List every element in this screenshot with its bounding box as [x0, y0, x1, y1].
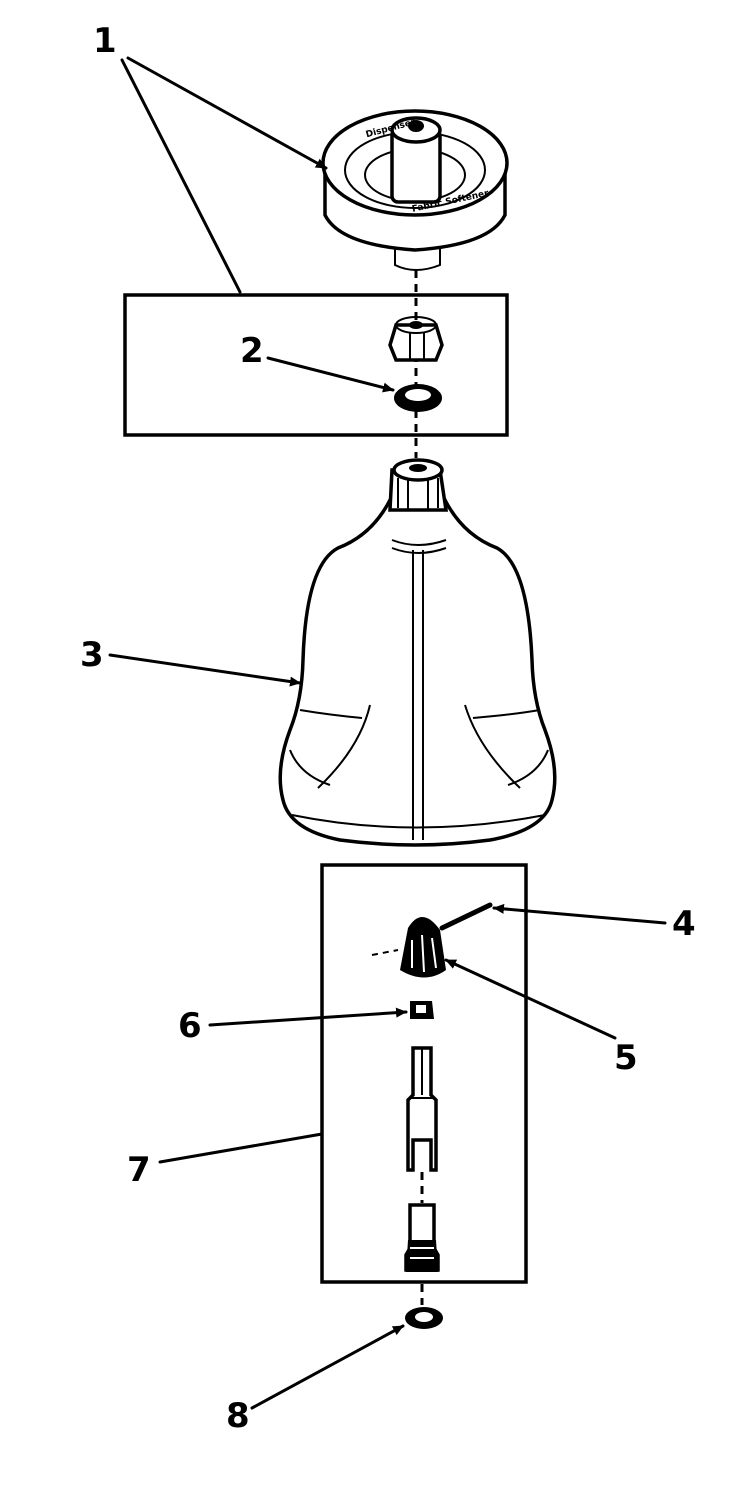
leader-4	[492, 903, 667, 925]
leader-6	[208, 1007, 408, 1027]
part-5-cam	[371, 916, 446, 978]
part-2-box	[123, 293, 509, 437]
callout-4: 4	[672, 904, 696, 944]
hex-nut	[388, 316, 444, 362]
leader-7	[158, 1132, 324, 1164]
callout-8: 8	[226, 1396, 250, 1436]
leader-2	[266, 356, 395, 393]
part-3-agitator	[278, 458, 557, 847]
callout-7: 7	[127, 1150, 151, 1190]
leader-5	[444, 958, 617, 1040]
callout-5: 5	[614, 1038, 638, 1078]
part-4-pin	[439, 902, 493, 931]
parts-4-7-box	[320, 863, 528, 1284]
part-6-nut	[410, 1001, 434, 1019]
part-1-dispenser-cap: Dispenser Fabric Softener	[321, 109, 509, 271]
callout-1: 1	[93, 21, 117, 61]
leader-3	[108, 653, 302, 687]
callout-6: 6	[178, 1006, 202, 1046]
leader-1a	[126, 56, 328, 170]
callout-2: 2	[240, 331, 264, 371]
part-7-shaft	[404, 1046, 440, 1272]
leader-1b	[120, 58, 242, 294]
leader-8	[250, 1324, 405, 1410]
leader-lines	[108, 56, 667, 1410]
callout-3: 3	[80, 635, 104, 675]
part-8-washer	[405, 1307, 443, 1329]
part-2-seal	[394, 384, 442, 412]
